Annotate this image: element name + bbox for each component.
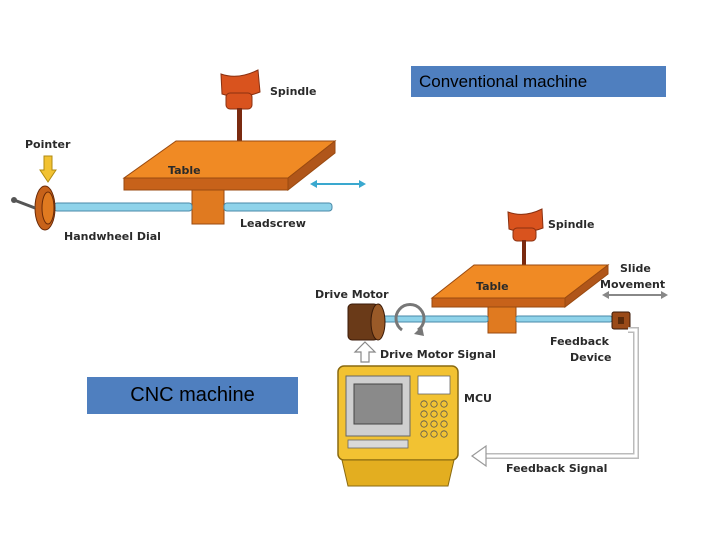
feedback-signal-label: Feedback Signal <box>506 462 607 475</box>
cnc-spindle <box>507 208 544 270</box>
rotation-arrow-icon <box>394 303 426 336</box>
drive-motor-icon <box>347 303 386 341</box>
mcu-keypad <box>420 400 448 438</box>
pointer-arrow-icon <box>39 155 57 183</box>
handwheel-dial-icon <box>11 185 56 231</box>
conventional-leadscrew <box>53 202 333 212</box>
pointer-label: Pointer <box>25 138 71 151</box>
conventional-table-label: Table <box>168 164 201 177</box>
handwheel-dial-label: Handwheel Dial <box>64 230 161 243</box>
cnc-machine-diagram: Spindle Slide Movement Table Drive Motor <box>315 208 668 487</box>
conventional-spindle <box>220 69 261 144</box>
mcu-unit <box>337 365 459 487</box>
slide-movement-arrow-icon <box>602 291 668 299</box>
cnc-table-label: Table <box>476 280 509 293</box>
feedback-device-label-line1: Feedback <box>550 335 610 348</box>
conventional-spindle-label: Spindle <box>270 85 317 98</box>
feedback-signal-path <box>470 327 639 468</box>
conventional-machine-label-box: Conventional machine <box>411 66 666 97</box>
mcu-label: MCU <box>464 392 492 405</box>
feedback-device-icon <box>611 311 631 330</box>
drive-motor-signal-arrow-icon <box>353 341 377 363</box>
leadscrew-label: Leadscrew <box>240 217 306 230</box>
feedback-device-label-line2: Device <box>570 351 612 364</box>
conventional-table <box>122 139 337 225</box>
cnc-machine-label-box: CNC machine <box>87 377 298 414</box>
cnc-spindle-label: Spindle <box>548 218 595 231</box>
slide-movement-label-line1: Slide <box>620 262 651 275</box>
cnc-table <box>430 263 610 334</box>
conventional-machine-diagram: Spindle Pointer Table Handwheel Dial Lea… <box>11 69 366 243</box>
drive-motor-signal-label: Drive Motor Signal <box>380 348 496 361</box>
conventional-movement-arrow-icon <box>310 180 366 188</box>
slide-movement-label-line2: Movement <box>600 278 665 291</box>
mcu-screen <box>353 383 403 425</box>
drive-motor-label: Drive Motor <box>315 288 389 301</box>
cnc-leadscrew <box>379 315 613 323</box>
